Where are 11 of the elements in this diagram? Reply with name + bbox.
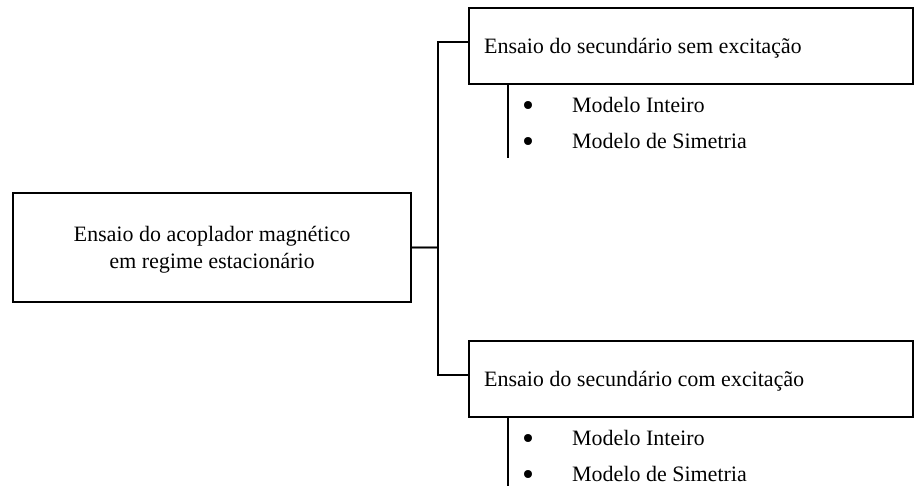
process-box (468, 7, 914, 85)
process-box (468, 340, 914, 418)
list-item: Modelo de Simetria (572, 463, 747, 485)
list-item: Modelo Inteiro (572, 94, 705, 116)
process-box (12, 192, 412, 303)
node-text: Ensaio do secundário com excitação (484, 366, 804, 392)
node-text: Ensaio do acoplador magnético em regime estacionário (72, 221, 352, 274)
list-item: Modelo de Simetria (572, 130, 747, 152)
node-text: Ensaio do secundário sem excitação (484, 32, 802, 60)
list-item: Modelo Inteiro (572, 427, 705, 449)
connector-line (412, 246, 468, 376)
